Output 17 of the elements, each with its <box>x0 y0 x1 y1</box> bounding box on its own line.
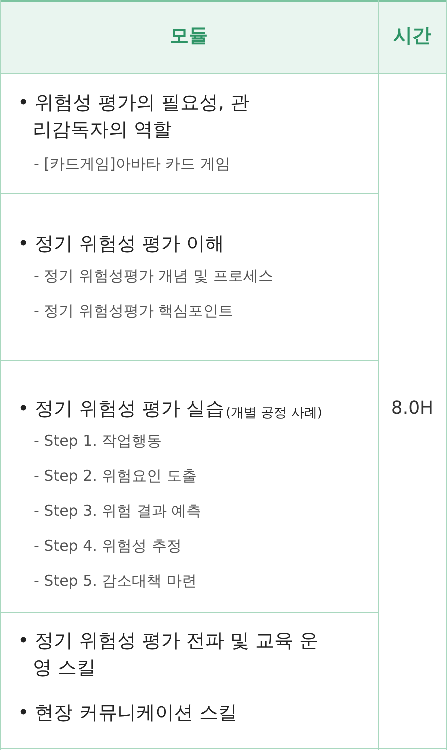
topic-item: - 정기 위험성평가 개념 및 프로세스 <box>34 266 274 287</box>
topic-item: - Step 2. 위험요인 도출 <box>34 466 197 487</box>
module-title: • 정기 위험성 평가 전파 및 교육 운영 스킬 <box>18 629 320 681</box>
module-title: • 위험성 평가의 필요성, 관리감독자의 역할 <box>18 91 250 143</box>
module-title: • 정기 위험성 평가 이해 <box>18 232 226 257</box>
column-header: 시간 <box>392 24 432 49</box>
topic-item: - Step 3. 위험 결과 예측 <box>34 501 202 522</box>
column-header: 모듈 <box>169 24 209 49</box>
topic-item: - 정기 위험성평가 핵심포인트 <box>34 301 234 322</box>
topic-item: - Step 5. 감소대책 마련 <box>34 571 197 592</box>
module-title: • 정기 위험성 평가 실습 <box>18 397 224 422</box>
duration-text: 8.0H <box>390 398 435 419</box>
topic-item: - Step 1. 작업행동 <box>34 431 162 452</box>
topic-item: - [카드게임]아바타 카드 게임 <box>34 154 230 175</box>
topic-item: - Step 4. 위험성 추정 <box>34 536 182 557</box>
module-note: (개별 공정 사례) <box>226 405 322 422</box>
module-title: • 현장 커뮤니케이션 스킬 <box>18 701 238 726</box>
